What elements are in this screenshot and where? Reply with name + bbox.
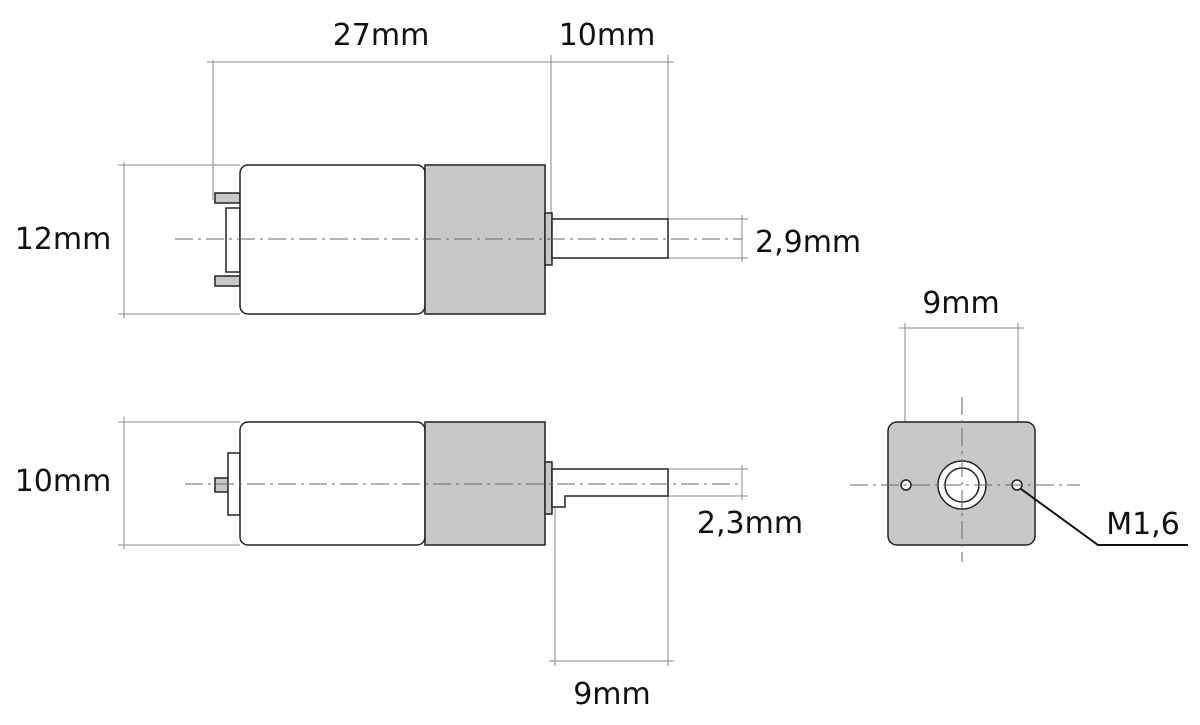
- label-shaft-length-bottom: 9mm: [573, 677, 651, 712]
- front-view: 9mm M1,6: [850, 286, 1188, 562]
- top-view-dimension-lines: [118, 55, 748, 318]
- shaft-bushing-side: [544, 461, 553, 515]
- side-view: 10mm 2,3mm 9mm: [15, 417, 803, 712]
- side-view-dimension-lines: [118, 417, 748, 666]
- label-body-length: 27mm: [333, 18, 430, 53]
- terminal-bottom: [214, 275, 241, 287]
- end-cap-bracket: [225, 207, 241, 273]
- label-height-side: 12mm: [15, 222, 112, 257]
- label-hole-spacing: 9mm: [922, 286, 1000, 321]
- thread-leader: [1020, 488, 1188, 546]
- label-height-bottom: 10mm: [15, 464, 112, 499]
- output-shaft-flat: [551, 468, 669, 508]
- label-thread: M1,6: [1106, 507, 1180, 542]
- rear-terminal: [214, 477, 230, 493]
- terminal-top: [214, 192, 241, 204]
- label-shaft-flat: 2,3mm: [697, 506, 803, 541]
- label-shaft-length-top: 10mm: [559, 18, 656, 53]
- label-shaft-diameter-top: 2,9mm: [755, 225, 861, 260]
- top-view: 27mm 10mm 12mm 2,9mm: [15, 18, 861, 318]
